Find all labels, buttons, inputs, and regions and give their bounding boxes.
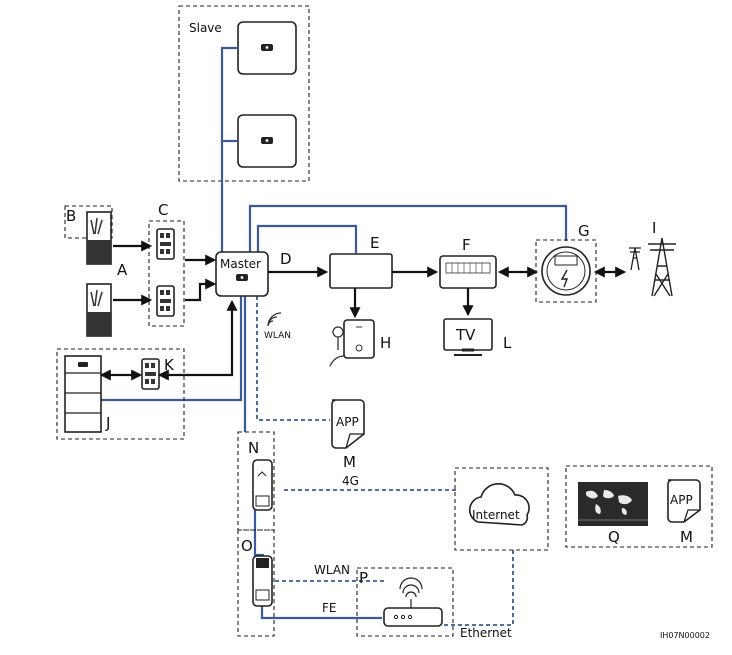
fe-label: FE <box>322 601 336 615</box>
label-p: P <box>359 569 368 587</box>
wlan-label-router: WLAN <box>314 563 350 577</box>
distribution-box <box>439 255 497 289</box>
label-a: A <box>117 261 128 279</box>
b-group-border <box>64 205 113 239</box>
ethernet-label: Ethernet <box>460 626 512 640</box>
app-label-1: APP <box>336 415 359 429</box>
arrow-c2-master <box>185 278 217 302</box>
label-c: C <box>158 201 168 219</box>
power-tower-small <box>629 247 641 271</box>
p-group-border <box>356 567 454 637</box>
pv-module-2 <box>86 283 112 337</box>
arrow-k-master <box>157 299 238 381</box>
n-group-border <box>237 431 275 531</box>
dongle-wlan-fe <box>252 555 273 607</box>
j-group-border <box>56 348 185 440</box>
master-label: Master <box>220 257 261 271</box>
water-heater <box>329 319 375 367</box>
battery-optimizer-k <box>141 358 160 390</box>
slave-label: Slave <box>189 21 222 35</box>
internet-label: Internet <box>472 508 520 522</box>
label-f: F <box>462 236 471 254</box>
optimizer-1 <box>156 228 175 260</box>
master-inverter: Master <box>215 251 269 297</box>
q-group-border <box>565 465 713 548</box>
label-n: N <box>248 439 259 457</box>
tv-label: TV <box>455 326 476 344</box>
label-i: I <box>652 219 656 237</box>
battery-stack <box>64 355 102 433</box>
app-label-2: APP <box>670 493 693 507</box>
label-e: E <box>370 234 379 252</box>
app-icon-1: APP <box>331 399 365 449</box>
dashed-comm-lines <box>256 296 514 626</box>
tv-device: TV <box>443 318 493 356</box>
slave-group-border <box>178 5 310 182</box>
optimizer-2 <box>156 285 175 317</box>
figure-id: IH07N00002 <box>660 631 710 640</box>
wifi-icon <box>267 312 282 327</box>
blue-comm-lines <box>100 46 568 620</box>
label-l: L <box>503 334 512 352</box>
world-map-screen <box>578 482 648 526</box>
pv-module-1 <box>86 211 112 265</box>
app-icon-2: APP <box>667 479 701 523</box>
cloud-icon: Internet <box>468 483 530 526</box>
label-j: J <box>105 414 110 432</box>
label-m2: M <box>680 528 693 546</box>
label-o: O <box>241 537 253 555</box>
label-b: B <box>66 207 76 225</box>
wlan-label-master: WLAN <box>264 331 291 341</box>
power-tower-large <box>648 237 676 297</box>
label-g: G <box>578 222 590 240</box>
label-h: H <box>380 334 391 352</box>
label-m1: M <box>343 453 356 471</box>
label-k: K <box>164 356 175 374</box>
slave-inverter-1 <box>237 21 297 75</box>
router-device <box>383 577 443 627</box>
slave-inverter-2 <box>237 114 297 168</box>
smart-meter <box>541 246 591 296</box>
label-d: D <box>280 250 292 268</box>
internet-group-border <box>454 467 549 551</box>
o-group-border <box>237 529 275 637</box>
device-e <box>329 253 393 289</box>
label-q: Q <box>608 528 620 546</box>
four-g-label: 4G <box>342 474 359 488</box>
dongle-4g <box>252 459 273 511</box>
